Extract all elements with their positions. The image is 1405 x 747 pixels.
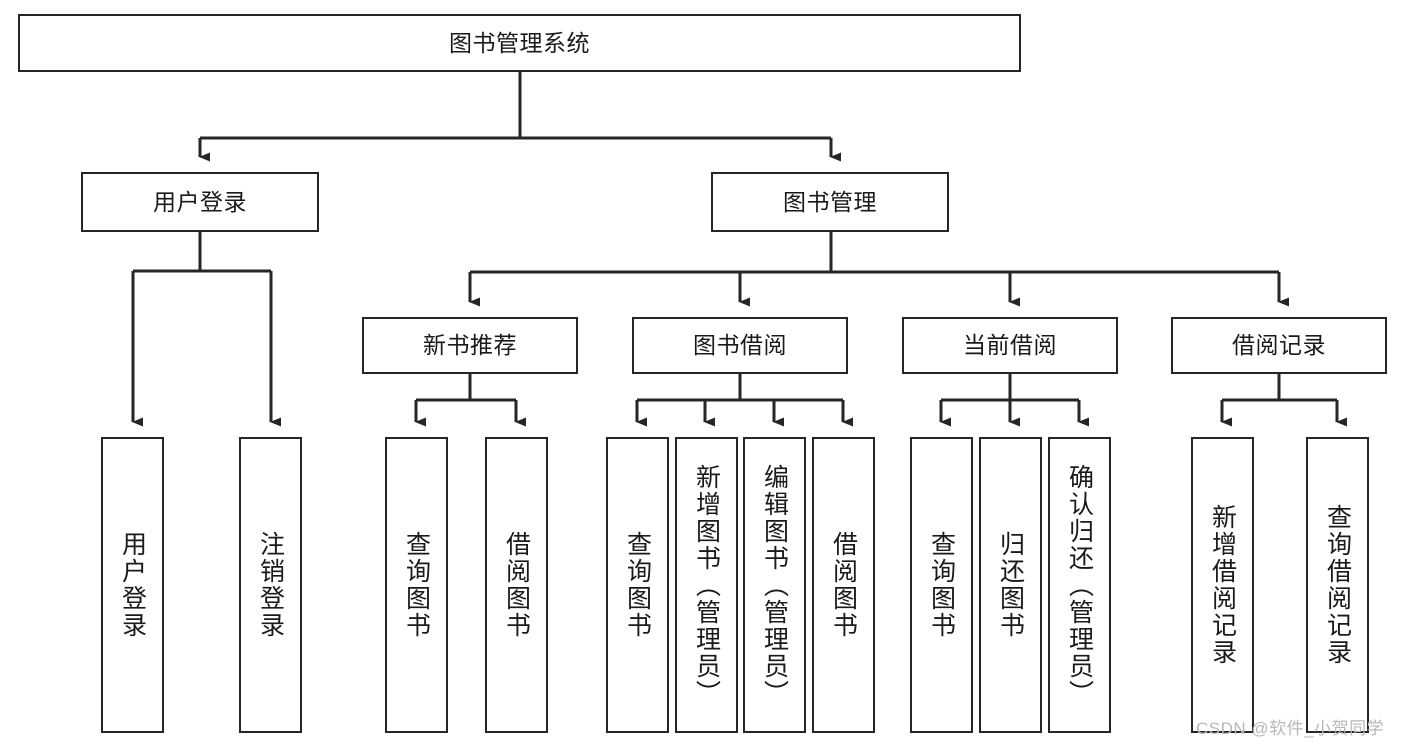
node-leaf-add-book[interactable]: 新增图书（管理员） [675, 437, 738, 733]
csdn-watermark: CSDN @软件_小贺同学 [1196, 719, 1385, 738]
node-user-login-label: 用户登录 [153, 188, 247, 215]
node-root-system[interactable]: 图书管理系统 [18, 14, 1021, 72]
node-book-manage-label: 图书管理 [783, 188, 877, 215]
node-leaf-query-record-label: 查询借阅记录 [1323, 504, 1352, 666]
node-root-system-label: 图书管理系统 [449, 29, 590, 56]
node-leaf-confirm-return-label: 确认归还（管理员） [1065, 463, 1094, 707]
node-leaf-logout[interactable]: 注销登录 [239, 437, 302, 733]
node-leaf-borrow-book-1-label: 借阅图书 [502, 531, 531, 639]
node-borrow-record-label: 借阅记录 [1232, 332, 1326, 358]
node-leaf-confirm-return[interactable]: 确认归还（管理员） [1048, 437, 1111, 733]
node-book-borrow-label: 图书借阅 [693, 332, 787, 358]
node-leaf-return-book[interactable]: 归还图书 [979, 437, 1042, 733]
node-book-manage[interactable]: 图书管理 [711, 172, 949, 232]
node-leaf-query-book-2[interactable]: 查询图书 [606, 437, 669, 733]
node-leaf-edit-book[interactable]: 编辑图书（管理员） [743, 437, 806, 733]
node-leaf-query-book-3-label: 查询图书 [927, 531, 956, 639]
node-borrow-record[interactable]: 借阅记录 [1171, 317, 1387, 374]
node-leaf-add-record-label: 新增借阅记录 [1208, 504, 1237, 666]
node-leaf-logout-label: 注销登录 [256, 531, 285, 639]
node-leaf-add-book-label: 新增图书（管理员） [692, 463, 721, 707]
node-leaf-query-book-1[interactable]: 查询图书 [385, 437, 448, 733]
node-new-book-recommend-label: 新书推荐 [423, 332, 517, 358]
node-current-borrow-label: 当前借阅 [963, 332, 1057, 358]
node-leaf-borrow-book-2-label: 借阅图书 [829, 531, 858, 639]
node-user-login[interactable]: 用户登录 [81, 172, 319, 232]
node-leaf-add-record[interactable]: 新增借阅记录 [1191, 437, 1254, 733]
node-leaf-borrow-book-2[interactable]: 借阅图书 [812, 437, 875, 733]
node-new-book-recommend[interactable]: 新书推荐 [362, 317, 578, 374]
node-leaf-edit-book-label: 编辑图书（管理员） [760, 463, 789, 707]
node-leaf-query-book-3[interactable]: 查询图书 [910, 437, 973, 733]
node-leaf-query-record[interactable]: 查询借阅记录 [1306, 437, 1369, 733]
node-leaf-borrow-book-1[interactable]: 借阅图书 [485, 437, 548, 733]
node-book-borrow[interactable]: 图书借阅 [632, 317, 848, 374]
node-leaf-user-login[interactable]: 用户登录 [101, 437, 164, 733]
node-leaf-return-book-label: 归还图书 [996, 531, 1025, 639]
node-leaf-user-login-label: 用户登录 [118, 531, 147, 639]
node-leaf-query-book-1-label: 查询图书 [402, 531, 431, 639]
node-current-borrow[interactable]: 当前借阅 [902, 317, 1118, 374]
node-leaf-query-book-2-label: 查询图书 [623, 531, 652, 639]
